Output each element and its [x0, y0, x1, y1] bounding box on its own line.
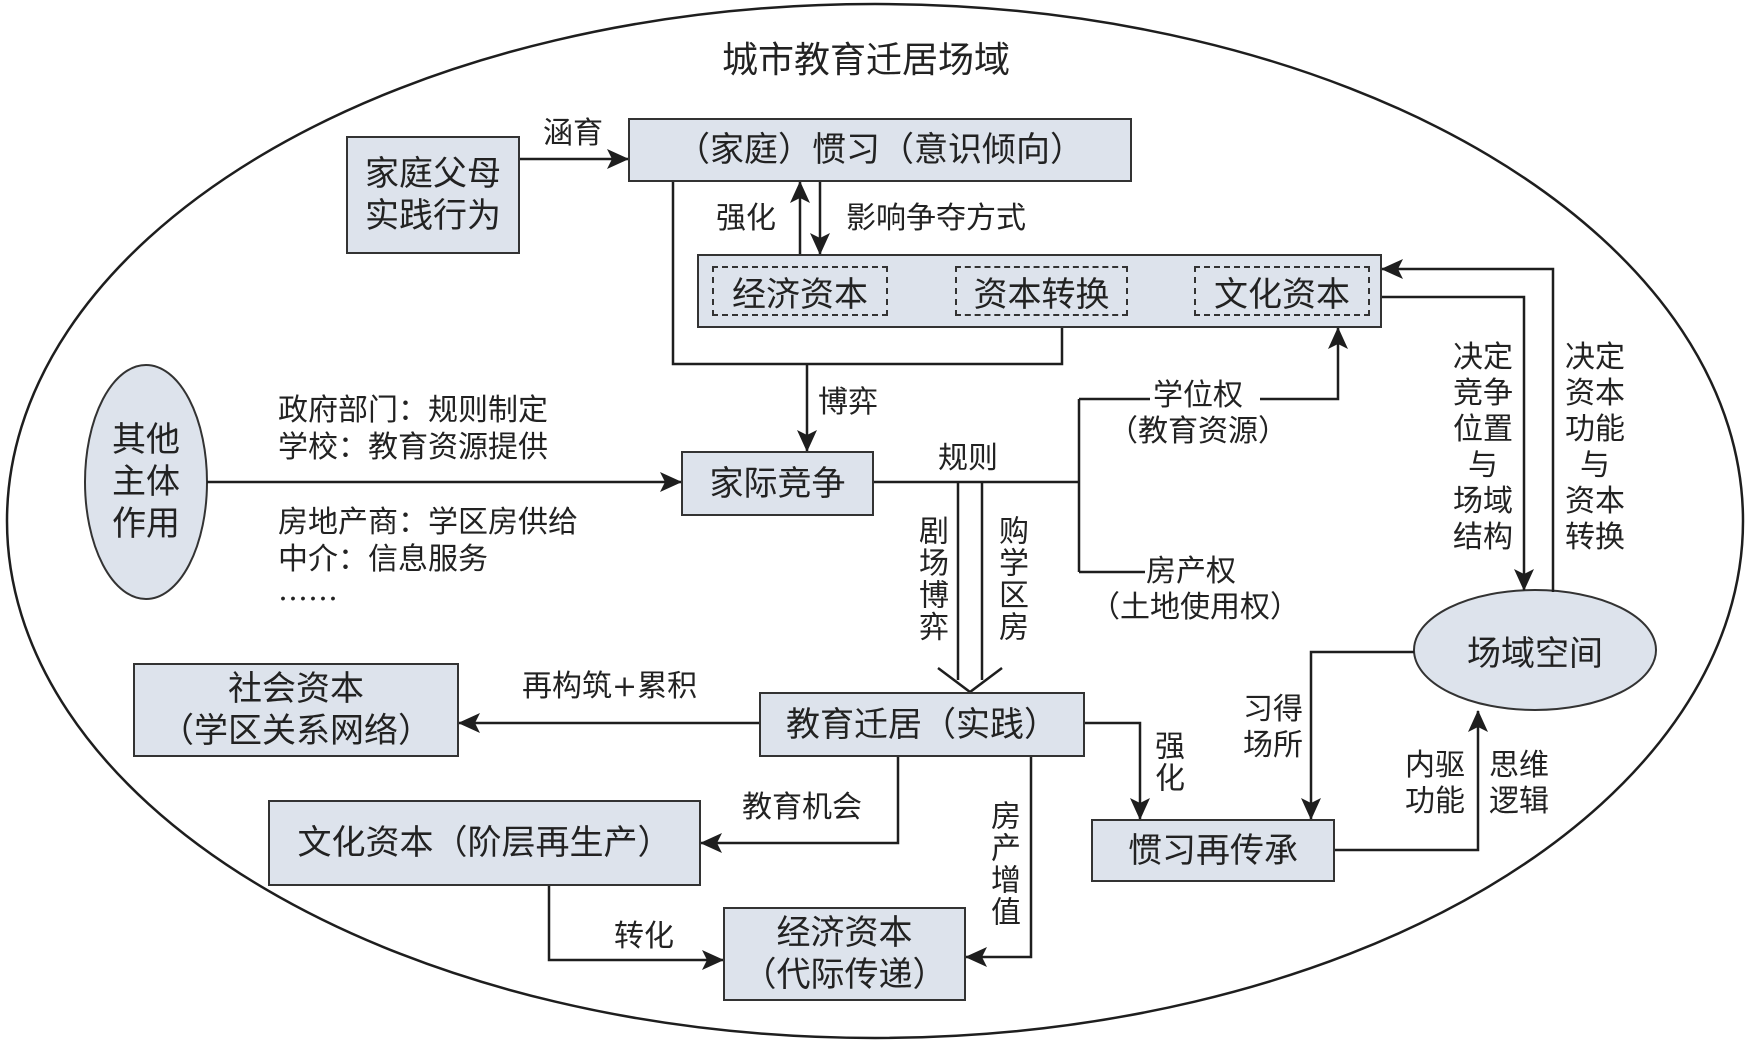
other-actor-line-4: 中介：信息服务	[278, 542, 488, 577]
habitus-label: （家庭）惯习（意识倾向）	[676, 130, 1084, 170]
other-actor-line-3: 房地产商：学区房供给	[278, 505, 578, 540]
parents-box: 家庭父母 实践行为	[346, 136, 520, 254]
habitus-inherit-label: 惯习再传承	[1128, 830, 1298, 871]
cultural-capital-subbox: 文化资本	[1194, 266, 1370, 316]
degree-right-line-2: （教育资源）	[1108, 414, 1288, 449]
label-degree-right: 学位权 （教育资源）	[1108, 378, 1288, 450]
other-actor-line-2: 学校：教育资源提供	[278, 430, 548, 465]
thinking-logic-line-1: 思维	[1489, 748, 1549, 783]
decide-position-line-6: 结构	[1453, 520, 1513, 555]
decide-function-line-5: 资本	[1565, 484, 1625, 519]
competition-label: 家际竞争	[709, 463, 846, 504]
label-reinforce-top: 强化	[716, 201, 776, 236]
edge-loop	[671, 181, 1064, 366]
label-rebuild: 再构筑+累积	[522, 669, 698, 704]
habitus-box: （家庭）惯习（意识倾向）	[628, 118, 1132, 182]
edge-decide-position	[1382, 295, 1534, 591]
capital-conversion-subbox: 资本转换	[955, 266, 1128, 316]
label-inner-drive: 内驱 功能	[1400, 748, 1470, 820]
other-actor-line-1: 政府部门：规则制定	[278, 393, 548, 428]
label-property-value: 房产增值	[985, 800, 1020, 928]
migration-label: 教育迁居（实践）	[786, 704, 1058, 745]
degree-right-line-1: 学位权	[1153, 378, 1243, 413]
decide-position-line-5: 场域	[1453, 484, 1513, 519]
property-right-line-1: 房产权	[1146, 554, 1236, 589]
other-actors-label: 其他 主体 作用	[85, 372, 207, 592]
edge-property-value	[965, 757, 1033, 967]
label-thinking-logic: 思维 逻辑	[1484, 748, 1554, 820]
label-property-right: 房产权 （土地使用权）	[1090, 554, 1300, 626]
edge-degree-right-2	[1260, 327, 1348, 401]
parents-line-1: 家庭父母	[365, 154, 501, 194]
thinking-logic-line-2: 逻辑	[1489, 784, 1549, 819]
other-actor-line-5: ……	[278, 573, 338, 608]
habitus-inherit-box: 惯习再传承	[1091, 819, 1335, 882]
decide-function-line-4: 与	[1580, 448, 1610, 483]
label-transform: 转化	[614, 919, 674, 954]
edge-transform	[547, 886, 724, 970]
acquire-place-line-1: 习得	[1243, 692, 1303, 727]
field-space-label: 场域空间	[1467, 633, 1603, 674]
field-space-ellipse	[1413, 589, 1657, 711]
label-game: 博弈	[818, 385, 878, 420]
cultural-capital-box: 文化资本（阶层再生产）	[268, 800, 701, 886]
edge-reinforce-bottom	[1085, 721, 1150, 820]
label-decide-position: 决定 竞争 位置 与 场域 结构	[1448, 340, 1518, 556]
economic-capital-line-2: （代际传递）	[742, 955, 947, 995]
social-capital-line-1: 社会资本	[228, 669, 364, 709]
edge-acquire-place	[1301, 650, 1414, 820]
migration-box: 教育迁居（实践）	[759, 692, 1085, 757]
label-theater-game: 剧场博弈	[913, 515, 948, 643]
decide-function-line-2: 资本	[1565, 376, 1625, 411]
label-influence: 影响争夺方式	[846, 201, 1026, 236]
edge-decide-function	[1381, 259, 1555, 592]
label-buy-house: 购学区房	[993, 515, 1028, 643]
decide-position-line-3: 位置	[1453, 412, 1513, 447]
economic-capital-box: 经济资本 （代际传递）	[723, 907, 966, 1001]
edge-edu-opportunity	[700, 757, 900, 853]
edge-double-head	[937, 667, 1003, 694]
other-actors-line-1: 其他	[112, 420, 180, 460]
economic-capital-line-1: 经济资本	[776, 913, 913, 953]
diagram-title: 城市教育迁居场域	[722, 40, 1011, 81]
economic-capital-subbox: 经济资本	[712, 266, 888, 316]
label-edu-opportunity: 教育机会	[742, 790, 862, 825]
decide-function-line-3: 功能	[1565, 412, 1625, 447]
label-nurture: 涵育	[543, 116, 603, 151]
field-boundary-ellipse	[5, 2, 1745, 1040]
social-capital-box: 社会资本 （学区关系网络）	[133, 663, 459, 757]
inner-drive-line-1: 内驱	[1405, 748, 1465, 783]
other-actors-line-2: 主体	[112, 462, 180, 502]
other-actors-line-3: 作用	[112, 504, 180, 544]
social-capital-line-2: （学区关系网络）	[160, 711, 432, 751]
label-reinforce-bottom: 强化	[1149, 730, 1184, 794]
inner-drive-line-2: 功能	[1405, 784, 1465, 819]
parents-line-2: 实践行为	[365, 196, 501, 236]
acquire-place-line-2: 场所	[1243, 728, 1303, 763]
cultural-capital-label: 文化资本（阶层再生产）	[297, 823, 672, 863]
property-right-line-2: （土地使用权）	[1090, 590, 1300, 625]
decide-function-line-6: 转换	[1565, 520, 1625, 555]
decide-position-line-2: 竞争	[1453, 376, 1513, 411]
label-decide-function: 决定 资本 功能 与 资本 转换	[1560, 340, 1630, 556]
competition-box: 家际竞争	[681, 451, 874, 516]
edge-inner-drive	[1335, 710, 1488, 852]
decide-function-line-1: 决定	[1565, 340, 1625, 375]
decide-position-line-4: 与	[1468, 448, 1498, 483]
decide-position-line-1: 决定	[1453, 340, 1513, 375]
label-acquire-place: 习得 场所	[1238, 692, 1308, 764]
label-rules: 规则	[938, 441, 998, 476]
